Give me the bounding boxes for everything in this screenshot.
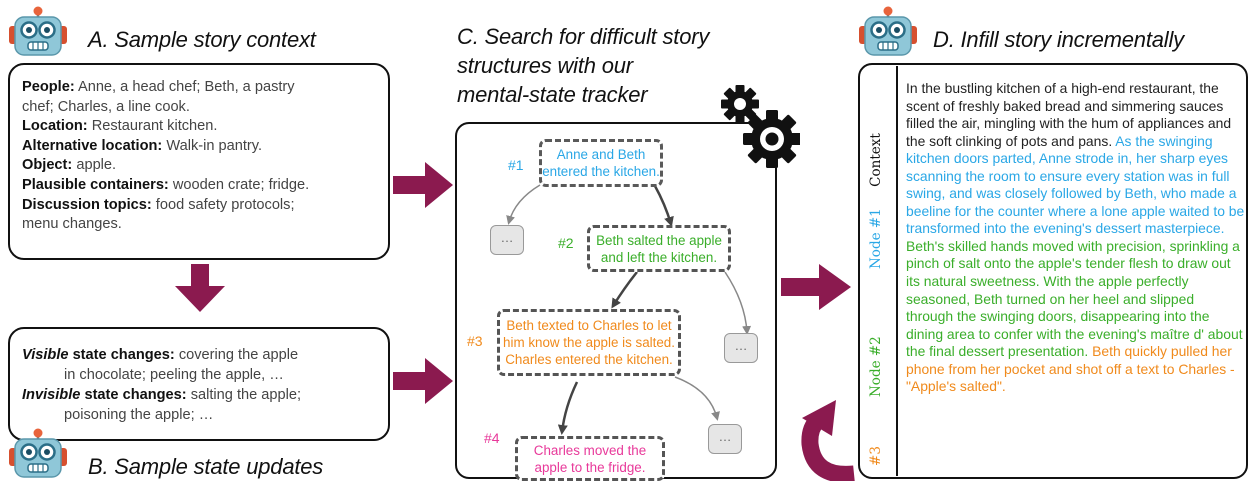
node-1-label: #1	[508, 157, 524, 173]
panel-c-title: C. Search for difficult story structures…	[457, 24, 710, 107]
invisible-changes-cont: poisoning the apple; …	[64, 407, 214, 423]
state-updates-box: Visible state changes: covering the appl…	[8, 327, 390, 441]
visible-changes-line: Visible state changes: covering the appl…	[22, 347, 299, 363]
visible-changes-cont: in chocolate; peeling the apple, …	[64, 367, 284, 383]
story-context-text: In the bustling kitchen of a high-end re…	[906, 80, 1232, 149]
robot-icon	[8, 6, 68, 57]
invisible-changes-line: Invisible state changes: salting the app…	[22, 387, 302, 403]
story-text: In the bustling kitchen of a high-end re…	[906, 80, 1245, 396]
story-node-1-text: As the swinging kitchen doors parted, An…	[906, 132, 1245, 237]
ellipsis-node: …	[708, 424, 742, 454]
node-4-label: #4	[484, 430, 500, 446]
context-line-people-cont: chef; Charles, a line cook.	[22, 98, 190, 115]
story-node-3: Beth texted to Charles to let him know t…	[497, 309, 681, 376]
context-label: Context	[868, 133, 884, 187]
context-line-topics-cont: menu changes.	[22, 216, 122, 233]
node-3-label: #3	[467, 333, 483, 349]
right-arrow	[393, 162, 453, 208]
node-3-side-label: #3	[868, 446, 884, 466]
story-node-3-text: Beth quickly pulled her phone from her p…	[906, 343, 1235, 395]
context-line-location: Location: Restaurant kitchen.	[22, 118, 218, 135]
context-line-containers: Plausible containers: wooden crate; frid…	[22, 176, 310, 193]
right-arrow	[781, 264, 851, 310]
divider	[896, 66, 898, 476]
node-2-label: #2	[558, 235, 574, 251]
ellipsis-node: …	[490, 225, 524, 255]
node-2-side-label: Node #2	[868, 336, 884, 397]
tree-connectors	[506, 184, 752, 435]
context-line-object: Object: apple.	[22, 157, 117, 174]
loop-arrow	[801, 400, 855, 481]
story-node-2-text: Beth's skilled hands moved with precisio…	[906, 237, 1243, 360]
down-arrow	[175, 264, 225, 312]
right-arrow	[393, 358, 453, 404]
context-line-topics: Discussion topics: food safety protocols…	[22, 196, 295, 213]
story-node-1: Anne and Beth entered the kitchen.	[539, 139, 663, 187]
robot-icon	[8, 428, 68, 479]
robot-icon	[858, 6, 918, 57]
story-node-2: Beth salted the apple and left the kitch…	[587, 225, 731, 272]
context-line-people: People: Anne, a head chef; Beth, a pastr…	[22, 79, 295, 95]
story-infill-box	[858, 63, 1248, 479]
context-line-alt-location: Alternative location: Walk-in pantry.	[22, 137, 263, 154]
panel-a-title: A. Sample story context	[88, 27, 316, 52]
panel-d-title: D. Infill story incrementally	[933, 27, 1184, 52]
story-node-4: Charles moved the apple to the fridge.	[515, 436, 665, 481]
node-1-side-label: Node #1	[868, 208, 884, 269]
panel-b-title: B. Sample state updates	[88, 454, 324, 479]
gear-icon	[721, 85, 800, 168]
story-context-box: People: Anne, a head chef; Beth, a pastr…	[8, 63, 390, 260]
ellipsis-node: …	[724, 333, 758, 363]
